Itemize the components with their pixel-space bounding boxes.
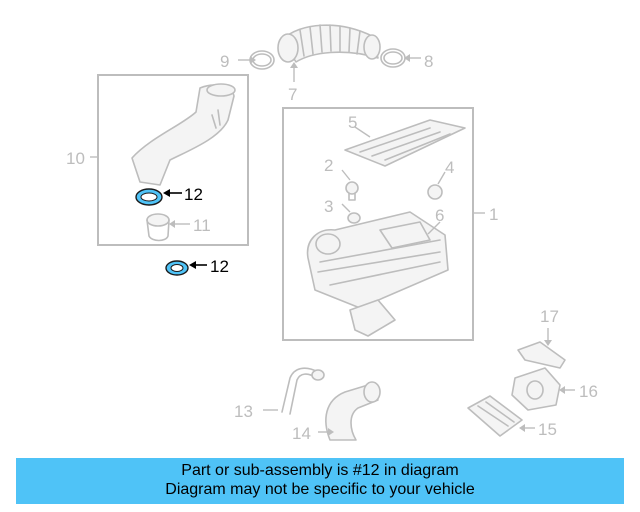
callout-2: 2 xyxy=(324,156,333,175)
callout-14: 14 xyxy=(292,424,311,443)
part-14-hose xyxy=(325,381,381,441)
part-15-inlet xyxy=(467,395,523,437)
callout-5: 5 xyxy=(348,113,357,132)
part-17-duct xyxy=(517,341,566,369)
callout-10: 10 xyxy=(66,149,85,168)
callout-13: 13 xyxy=(234,402,253,421)
part-10-air-duct xyxy=(131,83,236,186)
callout-17: 17 xyxy=(540,307,559,326)
callout-8: 8 xyxy=(424,52,433,71)
part-12-seal-inner-upper xyxy=(140,192,158,202)
part-3-grommet xyxy=(347,212,361,224)
part-4-grommet xyxy=(427,184,443,200)
part-11-coupler xyxy=(146,213,170,242)
callout-6: 6 xyxy=(435,206,444,225)
info-banner: Part or sub-assembly is #12 in diagram D… xyxy=(16,458,624,504)
part-5-cover xyxy=(344,119,466,167)
leader-lines xyxy=(90,54,575,436)
arrow-12-lower xyxy=(189,261,196,269)
part-8-clamp xyxy=(380,48,406,68)
parts-diagram: 9 8 7 10 12 11 12 5 2 4 3 6 1 17 16 13 1… xyxy=(66,24,598,443)
callout-4: 4 xyxy=(445,158,454,177)
callout-11: 11 xyxy=(193,216,211,235)
part-6-air-cleaner-housing xyxy=(306,211,449,337)
callout-16: 16 xyxy=(579,382,598,401)
callout-12-lower: 12 xyxy=(210,257,229,276)
sub-assembly-box-10 xyxy=(97,74,249,246)
banner-line-2: Diagram may not be specific to your vehi… xyxy=(165,481,475,498)
callout-9: 9 xyxy=(220,52,229,71)
callout-3: 3 xyxy=(324,197,333,216)
callout-15: 15 xyxy=(538,420,557,439)
part-16-resonator xyxy=(511,367,561,411)
banner-line-1: Part or sub-assembly is #12 in diagram xyxy=(181,462,459,479)
callout-1: 1 xyxy=(489,205,498,224)
callout-12-upper: 12 xyxy=(184,185,203,204)
arrow-12-upper xyxy=(163,189,170,197)
part-7-intake-hose xyxy=(277,24,381,63)
sub-assembly-box-1 xyxy=(282,107,474,341)
part-13-breather-hose xyxy=(281,367,325,415)
part-12-seal-inner-lower xyxy=(170,264,184,272)
callout-7: 7 xyxy=(288,85,297,104)
part-2-grommet xyxy=(345,181,359,201)
